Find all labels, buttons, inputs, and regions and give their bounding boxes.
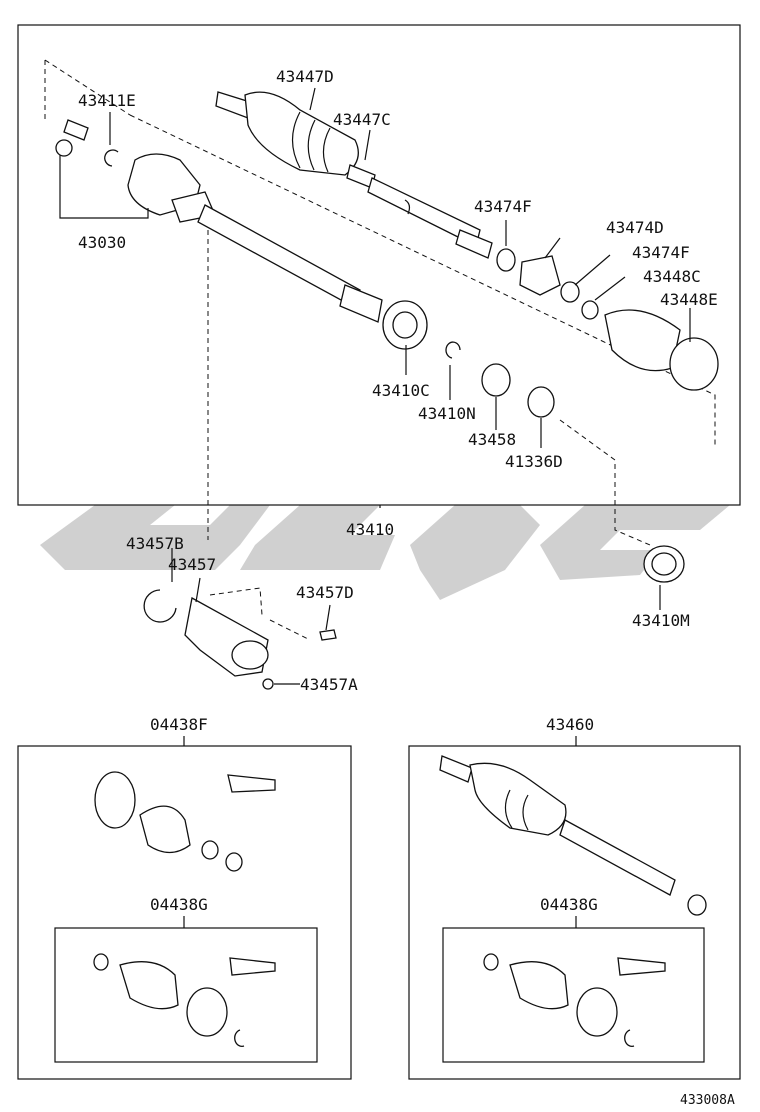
part-label: 43410N [418, 404, 476, 423]
shaft-kit-icon [439, 755, 707, 916]
part-label: 43410C [372, 381, 430, 400]
inner-shaft-assembly [127, 153, 383, 323]
part-label: 43457A [300, 675, 358, 694]
leader-line [109, 87, 691, 685]
guide-line [44, 59, 716, 445]
part-label: 43410M [632, 611, 690, 630]
part-label: 41336D [505, 452, 563, 471]
assembly-label: 43410 [346, 520, 394, 539]
watermark-logo [40, 505, 730, 600]
main-assembly-frame [17, 24, 741, 506]
diagram-code: 433008A [680, 1093, 735, 1108]
part-label: 43411E [78, 91, 136, 110]
kit-title: 04438F [150, 715, 208, 734]
part-label: 43457B [126, 534, 184, 553]
guide-line [209, 587, 311, 641]
part-label: 43474D [606, 218, 664, 237]
bearing-bracket-icon [143, 589, 337, 690]
part-label: 43474F [632, 243, 690, 262]
part-label: 43448C [643, 267, 701, 286]
part-label: 43457D [296, 583, 354, 602]
guide-line [559, 419, 651, 546]
boot-clamp-icon [496, 248, 719, 391]
part-label: 43474F [474, 197, 532, 216]
outer-shaft-assembly [215, 91, 493, 259]
part-label: 43457 [168, 555, 216, 574]
boot-kit-parts-icon [93, 953, 276, 1047]
part-label: 43458 [468, 430, 516, 449]
kit-inner-title: 04438G [150, 895, 208, 914]
kit-inner-title: 04438G [540, 895, 598, 914]
right-inner-kit-frame [442, 927, 705, 1063]
right-kit-frame [408, 745, 741, 1080]
tripod-joint-icon [55, 119, 149, 219]
left-kit-frame [17, 745, 352, 1080]
snap-ring-icon [104, 149, 119, 167]
part-label: 43447C [333, 110, 391, 129]
bearing-icon [382, 300, 685, 583]
kit-title: 43460 [546, 715, 594, 734]
boot-kit-parts-icon [94, 771, 276, 872]
part-label: 43030 [78, 233, 126, 252]
part-label: 43447D [276, 67, 334, 86]
part-label: 43448E [660, 290, 718, 309]
boot-kit-parts-icon [483, 953, 666, 1047]
left-inner-kit-frame [54, 927, 318, 1063]
